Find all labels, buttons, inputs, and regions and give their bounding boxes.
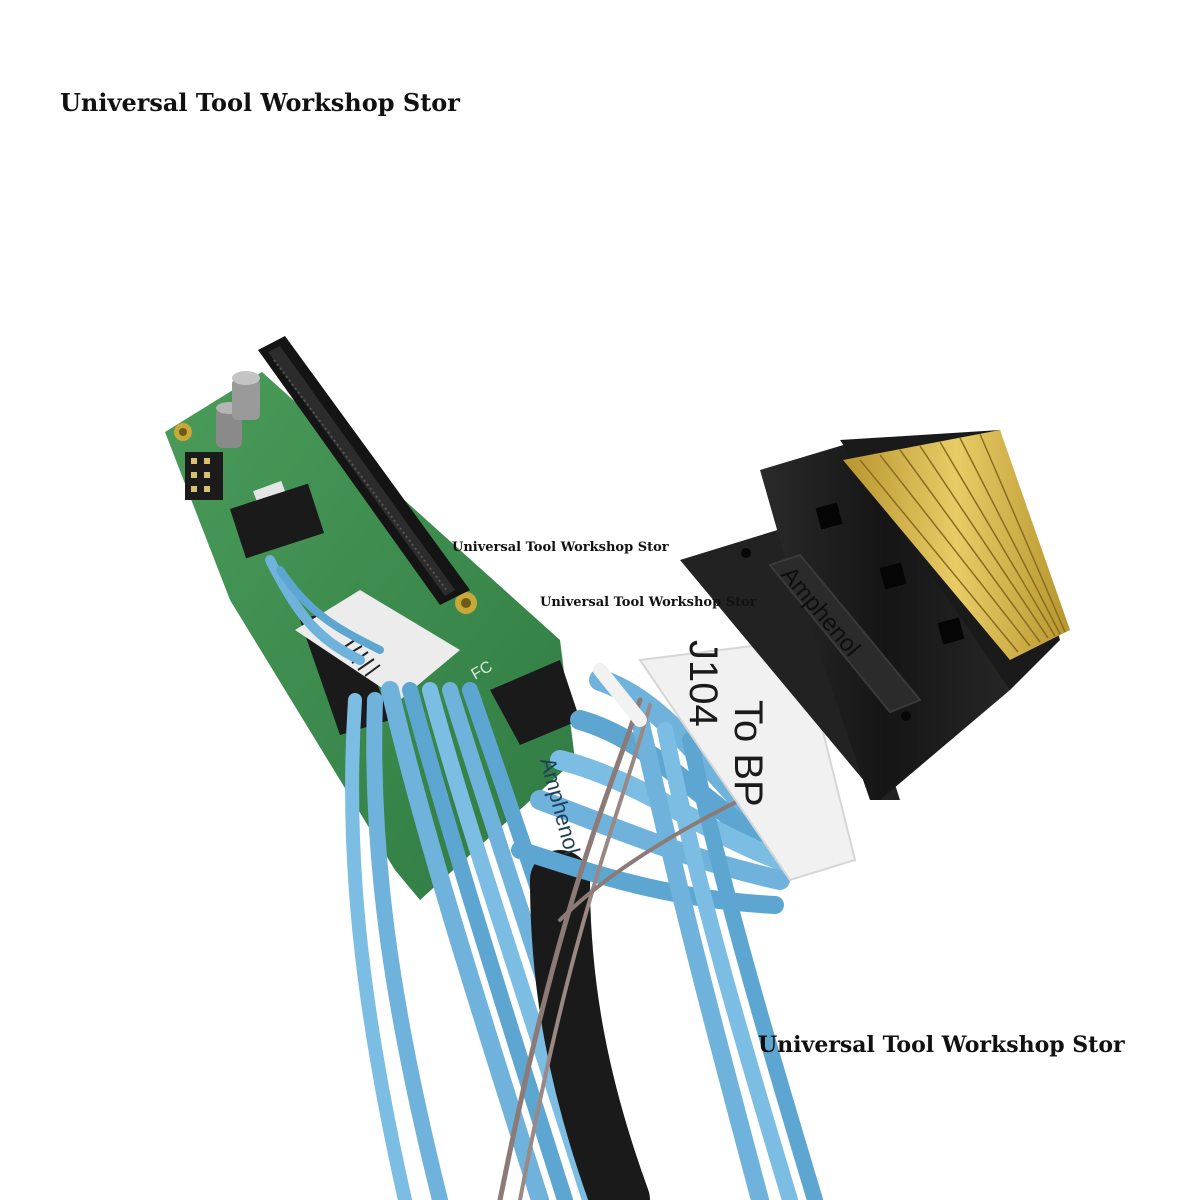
slimline-connector: Amphenol — [680, 430, 1070, 800]
sas-cable-bundle: Amphenol — [265, 555, 823, 1200]
watermark-middle: Universal Tool Workshop Stor — [540, 595, 757, 610]
watermark-middle: Universal Tool Workshop Stor — [452, 540, 669, 555]
cable-label-line2: J104 — [681, 640, 725, 727]
watermark-top: Universal Tool Workshop Stor — [60, 88, 460, 117]
sas-port — [229, 483, 325, 559]
gold-contacts — [843, 430, 1070, 660]
capacitor — [216, 371, 260, 448]
watermark-bottom: Universal Tool Workshop Stor — [758, 1032, 1125, 1058]
cable-label-line1: To BP — [726, 700, 770, 807]
pcie-slot — [258, 336, 470, 605]
mini-sas-port — [490, 660, 580, 745]
pin-header — [185, 452, 223, 500]
